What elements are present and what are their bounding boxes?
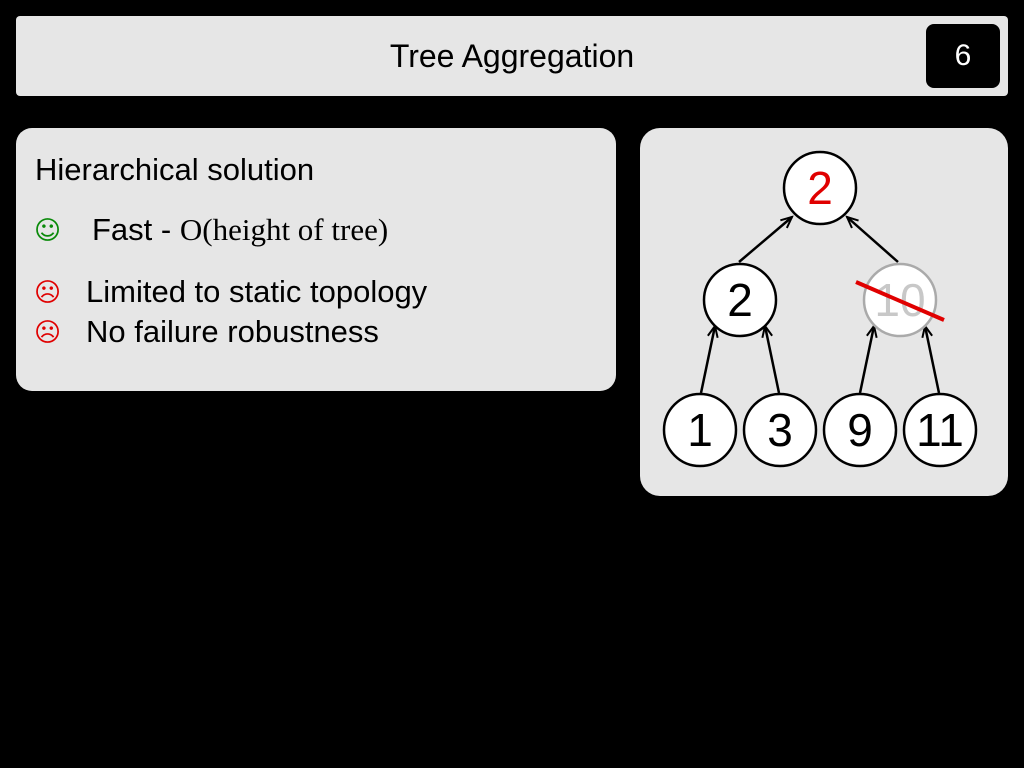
leaf-value: 1 [687, 404, 713, 456]
aggregation-tree-diagram: 2 2 10 1 3 9 11 [662, 150, 978, 468]
panel-heading: Hierarchical solution [35, 152, 315, 187]
con-item-static-topology: Limited to static topology [86, 274, 428, 309]
strike-through-line [855, 280, 945, 322]
leaf-value: 9 [847, 404, 873, 456]
internal-value: 2 [727, 274, 753, 326]
pro-separator: - [152, 212, 180, 247]
pro-item-fast: Fast - O(height of tree) [92, 212, 388, 248]
leaf-value: 3 [767, 404, 793, 456]
tree-edge [738, 217, 792, 263]
leaf-node: 11 [902, 392, 978, 468]
smile-icon: ☺ [34, 216, 62, 246]
tree-edge [765, 326, 781, 394]
leaf-node: 9 [822, 392, 898, 468]
leaf-node: 3 [742, 392, 818, 468]
text-panel: Hierarchical solution ☺ Fast - O(height … [16, 128, 616, 391]
root-node: 2 [782, 150, 858, 226]
tree-edge [699, 326, 715, 394]
con-item-no-robustness: No failure robustness [86, 314, 379, 349]
tree-edge [847, 217, 899, 263]
title-bar: Tree Aggregation 6 [16, 16, 1008, 96]
tree-panel: 2 2 10 1 3 9 11 [640, 128, 1008, 496]
slide-title: Tree Aggregation [389, 38, 635, 74]
leaf-node: 1 [662, 392, 738, 468]
frown-icon: ☹ [34, 278, 62, 308]
page-number-badge: 6 [926, 24, 1000, 88]
internal-node: 2 [702, 262, 778, 338]
frown-icon: ☹ [34, 318, 62, 348]
complexity-formula: O(height of tree) [179, 212, 389, 247]
pro-label: Fast [92, 212, 153, 247]
tree-edge [858, 326, 874, 394]
failed-node: 10 [855, 262, 945, 338]
tree-edge [925, 326, 941, 394]
root-value: 2 [807, 162, 833, 214]
leaf-value: 11 [916, 404, 964, 456]
